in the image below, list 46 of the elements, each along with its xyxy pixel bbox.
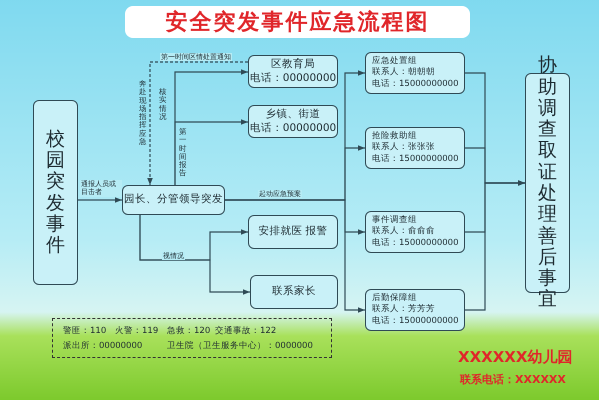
node-text: 校园突发事件 bbox=[46, 128, 65, 256]
process-box bbox=[248, 55, 338, 88]
arrow bbox=[139, 215, 250, 295]
node-text: 电话：15000000000 bbox=[372, 238, 458, 249]
title-text: 安全突发事件应急流程图 bbox=[125, 6, 470, 38]
node-text: 联系人：朝朝朝 bbox=[372, 67, 435, 79]
node-text: 电话：00000000 bbox=[250, 122, 336, 136]
node-text: 联系人：芳芳芳 bbox=[372, 304, 435, 316]
node-text: 区教育局 bbox=[271, 58, 315, 72]
phone-number-text: 急救：120 bbox=[167, 324, 212, 336]
phone-number-text: 交通事故：122 bbox=[215, 324, 278, 336]
phone-number-text: 火警：119 bbox=[115, 324, 160, 336]
node-text: 电话：15000000000 bbox=[372, 316, 458, 327]
arrow bbox=[465, 180, 525, 311]
node-text: 抢险救助组 bbox=[372, 131, 417, 142]
contact-phone: 联系电话：XXXXXX bbox=[460, 372, 566, 387]
node-text: 电话：00000000 bbox=[250, 72, 336, 86]
process-box bbox=[122, 185, 225, 215]
phone-number-text: 警匪：110 bbox=[63, 324, 108, 336]
node-text: 联系人：俞俞俞 bbox=[372, 226, 435, 238]
node-text: 乡镇、街道 bbox=[266, 108, 320, 122]
node-text: 事件调查组 bbox=[372, 215, 417, 226]
arrow bbox=[225, 199, 365, 313]
process-box bbox=[365, 127, 465, 169]
dashed-arrow bbox=[147, 61, 248, 185]
process-box bbox=[365, 289, 465, 331]
process-box bbox=[248, 215, 338, 249]
process-box bbox=[250, 275, 338, 309]
phone-number-text: 卫生院（卫生服务中心）：0000000 bbox=[167, 340, 314, 352]
process-box bbox=[248, 105, 338, 138]
process-box bbox=[33, 100, 78, 285]
school-name: XXXXXX幼儿园 bbox=[458, 348, 572, 367]
process-box bbox=[365, 211, 465, 253]
node-text: 电话：15000000000 bbox=[372, 78, 458, 90]
process-box bbox=[365, 52, 465, 94]
arrow bbox=[78, 197, 122, 203]
node-text: 联系家长 bbox=[272, 285, 316, 299]
node-text: 安排就医 报警 bbox=[258, 225, 328, 239]
node-text: 园长、分管领导突发 bbox=[124, 193, 223, 207]
node-text: 应急处置组 bbox=[372, 56, 417, 66]
node-text: 协助调查取证处理善后事宜 bbox=[538, 55, 557, 311]
node-text: 联系人：张张张 bbox=[372, 142, 435, 154]
phone-number-text: 派出所：00000000 bbox=[63, 340, 144, 352]
node-text: 后勤保障组 bbox=[372, 293, 417, 304]
arrow bbox=[174, 119, 248, 185]
node-text: 电话：15000000000 bbox=[372, 154, 458, 165]
